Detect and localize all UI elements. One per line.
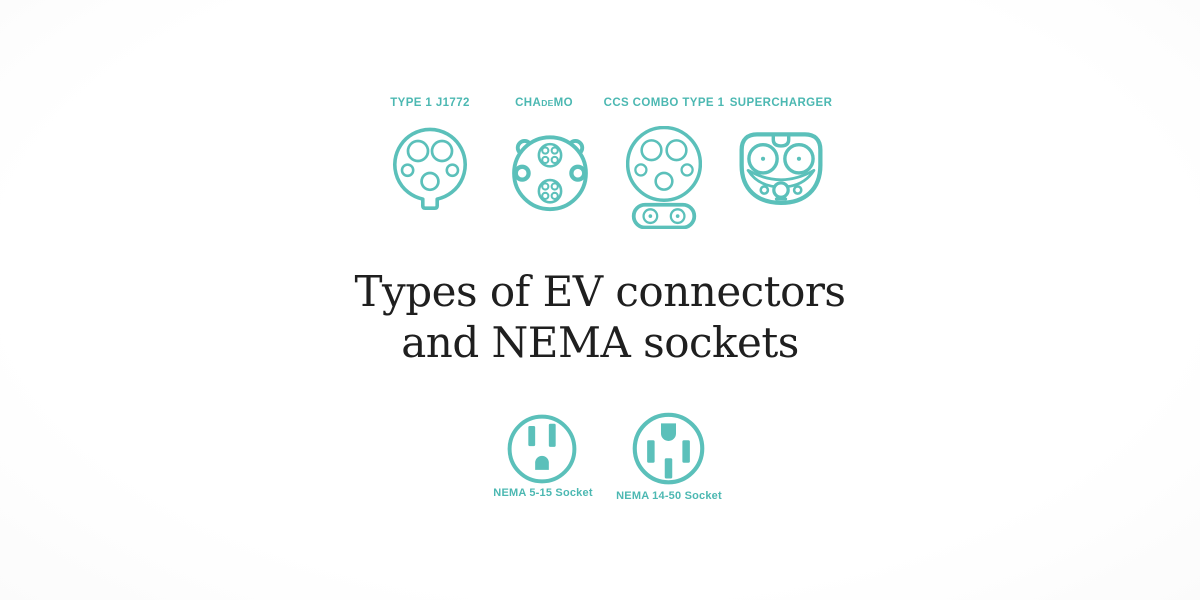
connector-label-chademo-pre: CHA [515,97,542,109]
title-line-2: and NEMA sockets [401,318,799,367]
connector-label-chademo: CHAdeMO [515,97,573,109]
ccs-combo-type1-connector-icon [626,126,702,229]
type1-j1772-connector-icon [393,127,467,210]
socket-label-nema-14-50: NEMA 14-50 Socket [616,490,722,502]
nema-14-50-socket-icon [632,412,705,485]
title-line-1: Types of EV connectors [354,267,847,316]
connector-label-supercharger: SUPERCHARGER [729,97,833,109]
connector-label-type1-j1772: TYPE 1 J1772 [390,97,470,109]
socket-label-nema-5-15: NEMA 5-15 Socket [493,487,593,499]
nema-5-15-socket-icon [507,414,577,484]
supercharger-connector-icon [739,132,823,206]
chademo-connector-icon [512,135,588,212]
main-title: Types of EV connectors and NEMA sockets [0,266,1200,368]
connector-label-chademo-post: MO [553,97,573,109]
connector-label-ccs-combo: CCS COMBO TYPE 1 [603,97,725,109]
connector-label-chademo-mid: de [541,98,554,108]
